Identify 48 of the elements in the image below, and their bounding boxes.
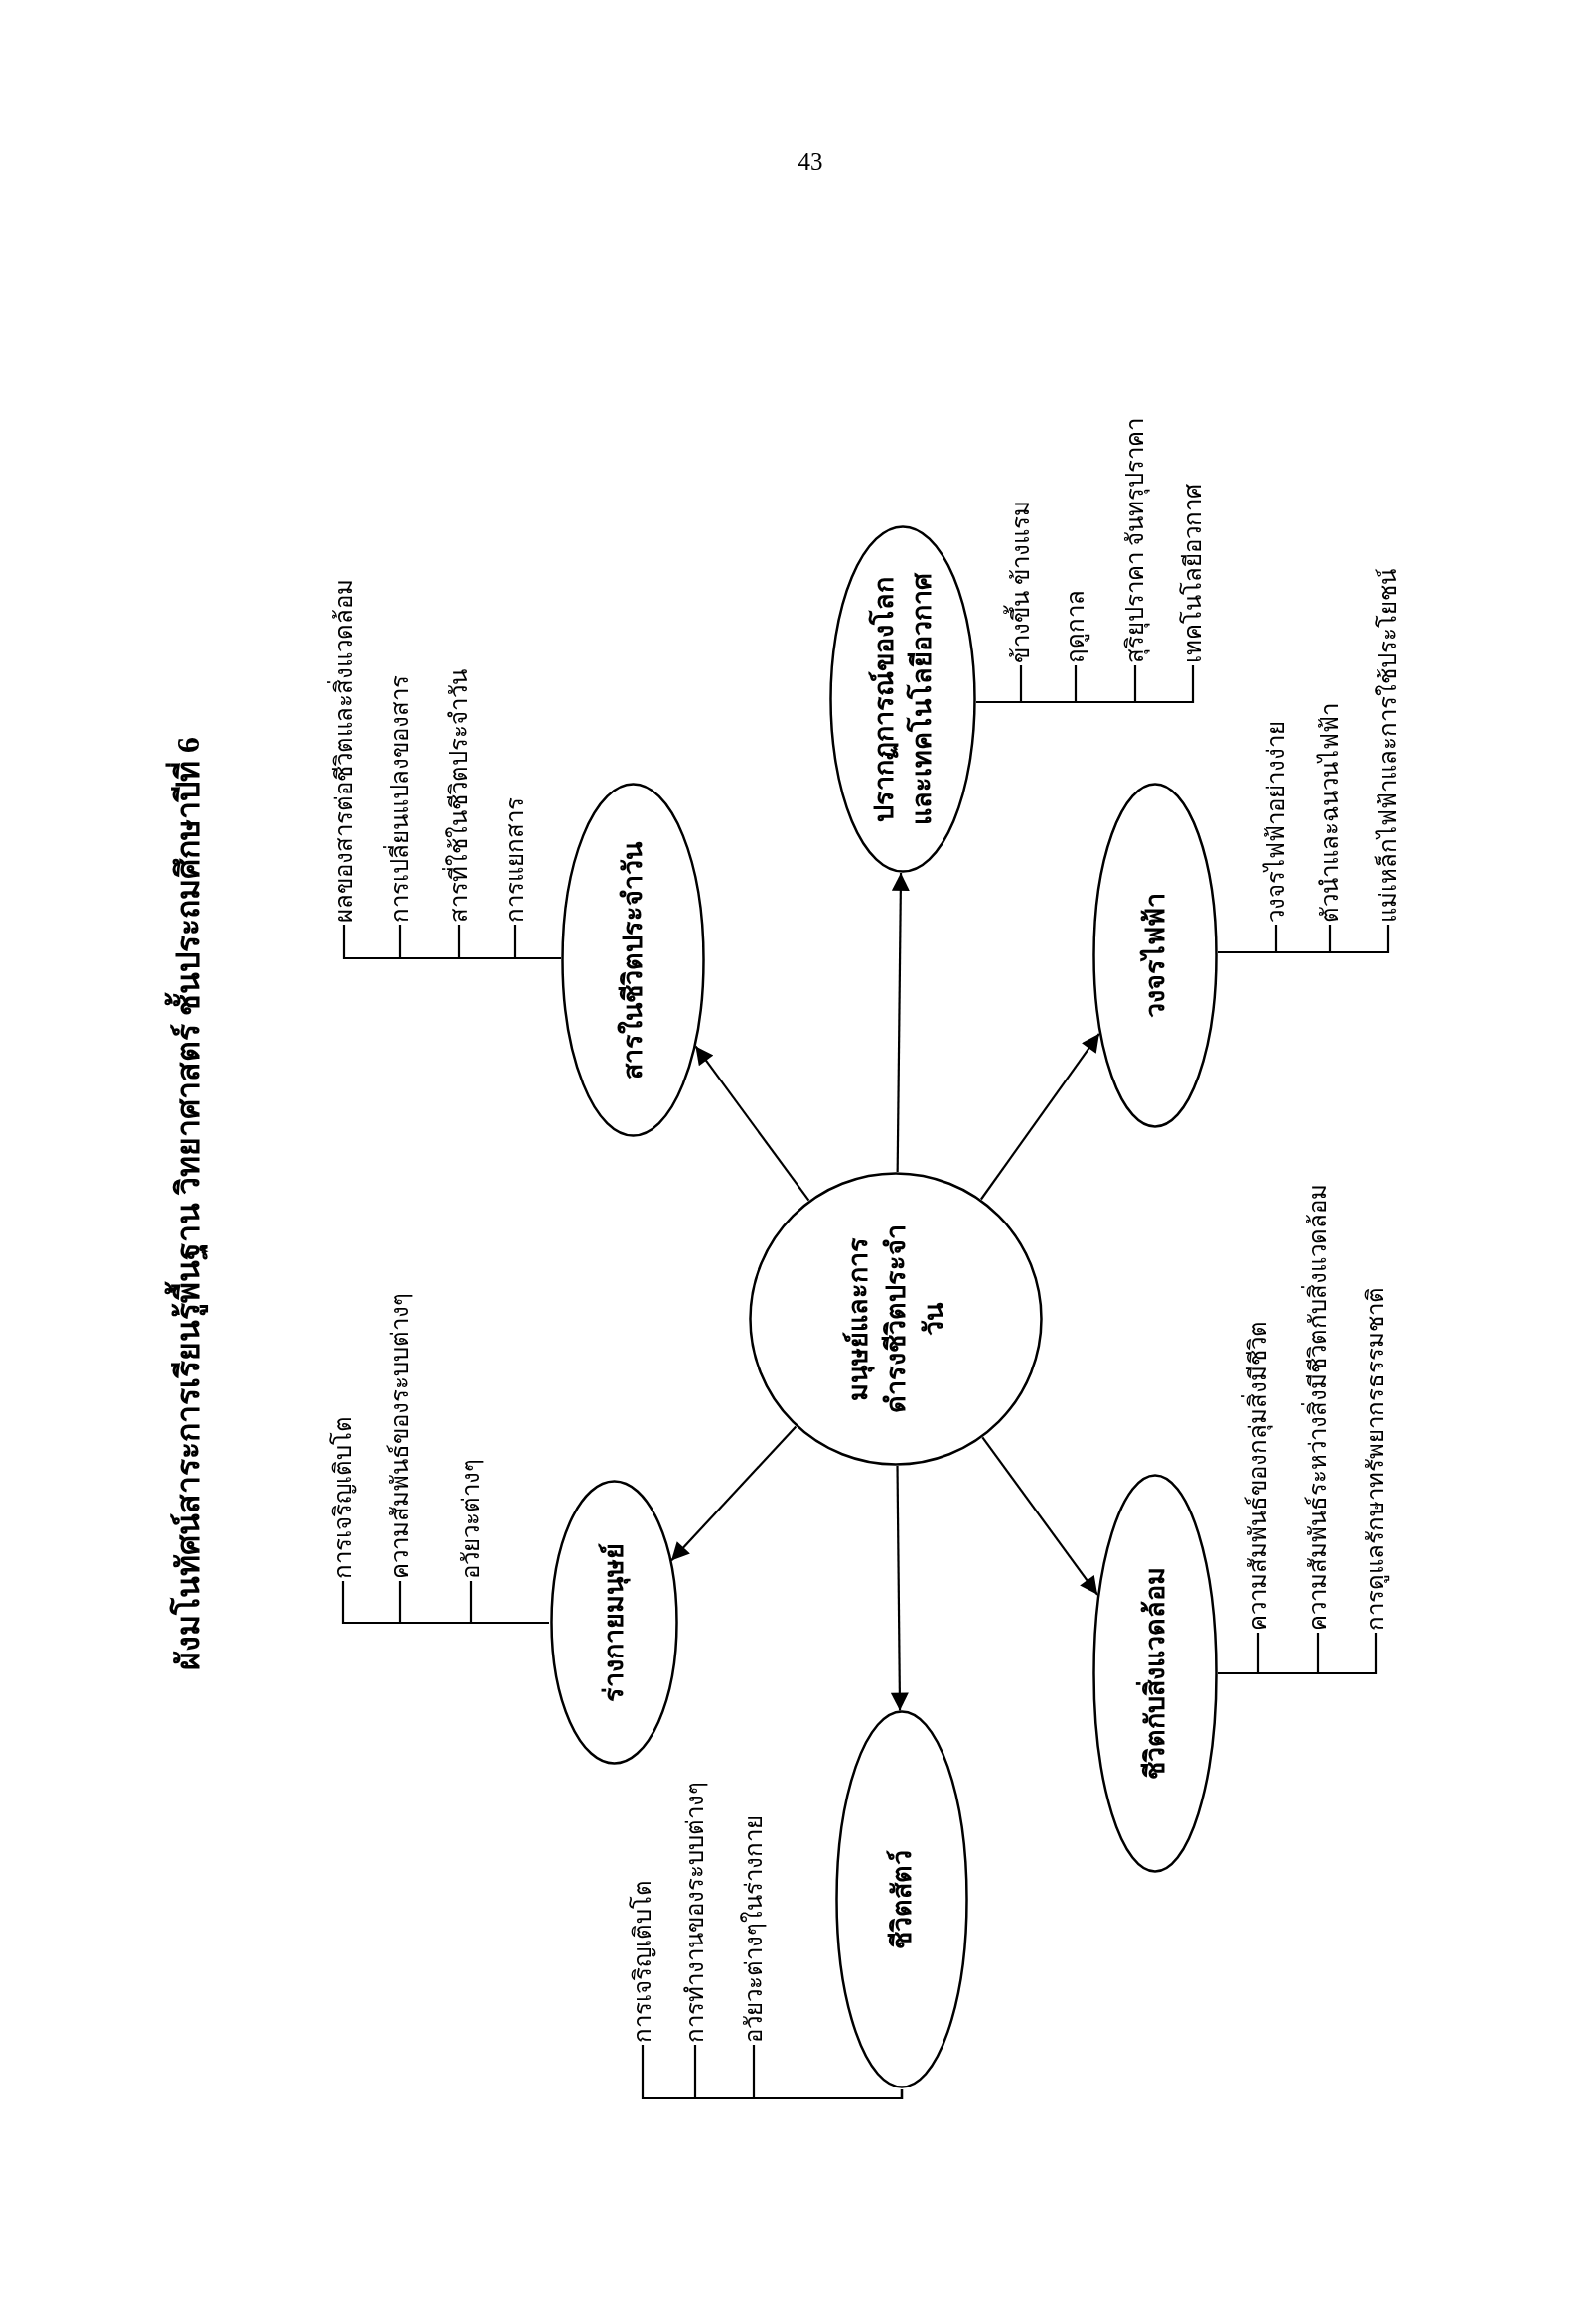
center-circle xyxy=(749,1172,1043,1466)
subtopic-text: การเปลี่ยนแปลงของสาร xyxy=(382,675,418,923)
title: ผังมโนทัศน์สาระการเรียนรู้พื้นฐาน วิทยาศาสตร์ ชั้นประถมศึกษาปีที่ 6 xyxy=(165,737,211,1670)
subtopic-text: การแยกสาร xyxy=(498,797,533,923)
arrow xyxy=(694,1045,810,1202)
bracket-line xyxy=(513,925,563,960)
topic-text: สารในชีวิตประจำวัน xyxy=(616,841,649,1080)
subtopic-text: ความสัมพันธ์ระหว่างสิ่งมีชีวิตกับสิ่งแวดล้อม xyxy=(1300,1184,1336,1631)
topic-text: ปรากฏการณ์ของโลกและเทคโนโลยีอวกาศ xyxy=(867,571,938,827)
arrow xyxy=(980,1033,1100,1201)
topic-ellipse xyxy=(1092,783,1218,1128)
bracket-line xyxy=(974,665,1195,704)
topic-ellipse xyxy=(835,1710,968,2089)
subtopic-text: ฤดูกาล xyxy=(1058,590,1093,663)
subtopic-text: การเจริญเติบโต xyxy=(625,1880,660,2043)
topic-ellipse xyxy=(560,783,705,1138)
subtopic-text: เทคโนโลยีอวกาศ xyxy=(1175,484,1211,663)
subtopic-text: สุริยุปราคา จันทรุปราคา xyxy=(1117,418,1153,663)
bracket-line xyxy=(752,2045,904,2100)
subtopic-text: อวัยวะต่างๆ xyxy=(453,1459,489,1579)
topic-text: ชีวิตกับสิ่งแวดล้อม xyxy=(1136,1567,1174,1780)
arrow xyxy=(890,1465,909,1711)
subtopic-text: สารที่ใช้ในชีวิตประจำวัน xyxy=(441,669,477,923)
topic-text: ชีวิตสัตว์ xyxy=(885,1850,918,1949)
bracket-line xyxy=(469,1581,551,1625)
bracket-line xyxy=(1216,925,1390,954)
arrow xyxy=(891,872,910,1173)
arrow xyxy=(670,1425,798,1562)
subtopic-text: แม่เหล็กไฟฟ้าและการใช้ประโยชน์ xyxy=(1371,569,1406,923)
subtopic-text: ข้างขึ้น ข้างแรม xyxy=(1003,501,1039,663)
subtopic-text: วงจรไฟฟ้าอย่างง่าย xyxy=(1258,721,1294,923)
subtopic-text: การดูแลรักษาทรัพยากรธรรมชาติ xyxy=(1358,1287,1393,1631)
topic-ellipse xyxy=(829,525,976,873)
page-number: 43 xyxy=(797,147,824,177)
topic-ellipse xyxy=(1092,1474,1218,1873)
subtopic-text: การเจริญเติบโต xyxy=(325,1416,361,1579)
subtopic-text: ความสัมพันธ์ของกลุ่มสิ่งมีชีวิต xyxy=(1240,1321,1276,1631)
topic-ellipse xyxy=(549,1480,678,1766)
center-text: มนุษย์และการดำรงชีวิตประจำวัน xyxy=(841,1224,949,1413)
arrow xyxy=(981,1436,1098,1596)
topic-text: วงจรไฟฟ้า xyxy=(1138,893,1171,1018)
subtopic-text: ความสัมพันธ์ของระบบต่างๆ xyxy=(382,1293,418,1579)
subtopic-text: ผลของสารต่อชีวิตและสิ่งแวดล้อม xyxy=(326,579,362,923)
subtopic-text: การทำงานของระบบต่างๆ xyxy=(677,1782,713,2043)
subtopic-text: ตัวนำและฉนวนไฟฟ้า xyxy=(1312,703,1348,923)
bracket-line xyxy=(1216,1633,1378,1675)
subtopic-text: อวัยวะต่างๆในร่างกาย xyxy=(736,1815,772,2043)
topic-text: ร่างกายมนุษย์ xyxy=(597,1543,632,1702)
